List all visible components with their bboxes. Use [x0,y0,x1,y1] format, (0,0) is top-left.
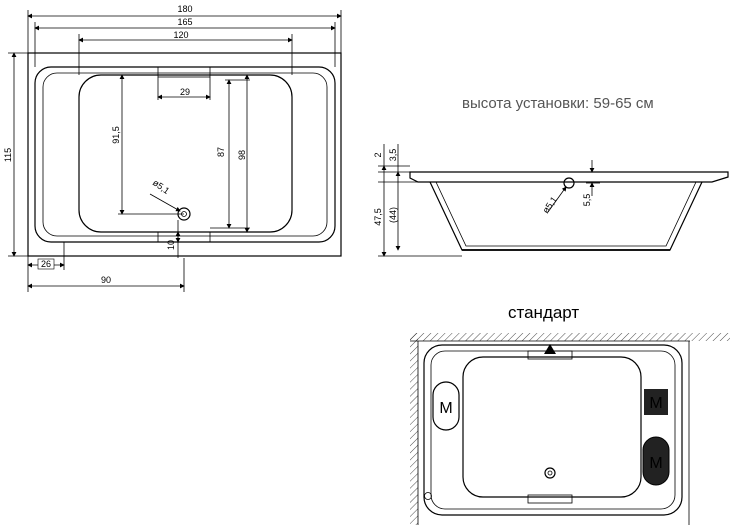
dim-drain-dia: ø5,1 [151,177,171,196]
top-headrest [157,66,211,78]
side-body [429,181,703,251]
headrest-marker [544,344,556,354]
bottom-notch [157,231,211,243]
bath-rim-plan [423,344,683,516]
dim-29: 29 [180,87,190,97]
standard-view: стандарт M M M [410,303,730,525]
dim-47-5: 47,5 [373,208,383,226]
side-view: высота установки: 59-65 см 2 3,5 47,5 (4… [373,95,729,257]
dim-rim-2: 2 [373,152,383,157]
dim-165: 165 [177,17,192,27]
motor-left [432,381,460,431]
install-height-note: высота установки: 59-65 см [462,95,654,112]
bath-outline [27,52,342,257]
dim-90: 90 [101,275,111,285]
dim-overflow-dia: ø5,1 [540,195,559,215]
dim-44: (44) [388,207,398,223]
overflow-circle [563,177,575,189]
dim-26: 26 [41,259,51,269]
dim-91-5: 91,5 [111,126,121,144]
standard-title: стандарт [508,303,579,322]
dim-5-5: 5,5 [582,194,592,207]
motor-right-bottom [642,436,670,486]
drain-plan [544,467,556,479]
motor-right-top-label: M [649,395,662,412]
dim-120: 120 [173,30,188,40]
motor-right-bottom-label: M [649,455,662,472]
dim-115: 115 [3,148,13,162]
motor-right-top [644,389,668,415]
motor-left-label: M [439,400,452,417]
dim-180: 180 [177,4,192,14]
top-view: 180 165 120 29 91,5 87 98 ø5,1 [3,4,342,292]
dim-rim-3-5: 3,5 [388,149,398,162]
basin-plan [462,356,642,498]
control-button [424,492,432,500]
side-rim [409,171,729,183]
bath-inner-rim [42,72,328,237]
dim-87: 87 [216,147,226,157]
dim-10: 10 [166,240,176,250]
dim-98: 98 [237,150,247,160]
